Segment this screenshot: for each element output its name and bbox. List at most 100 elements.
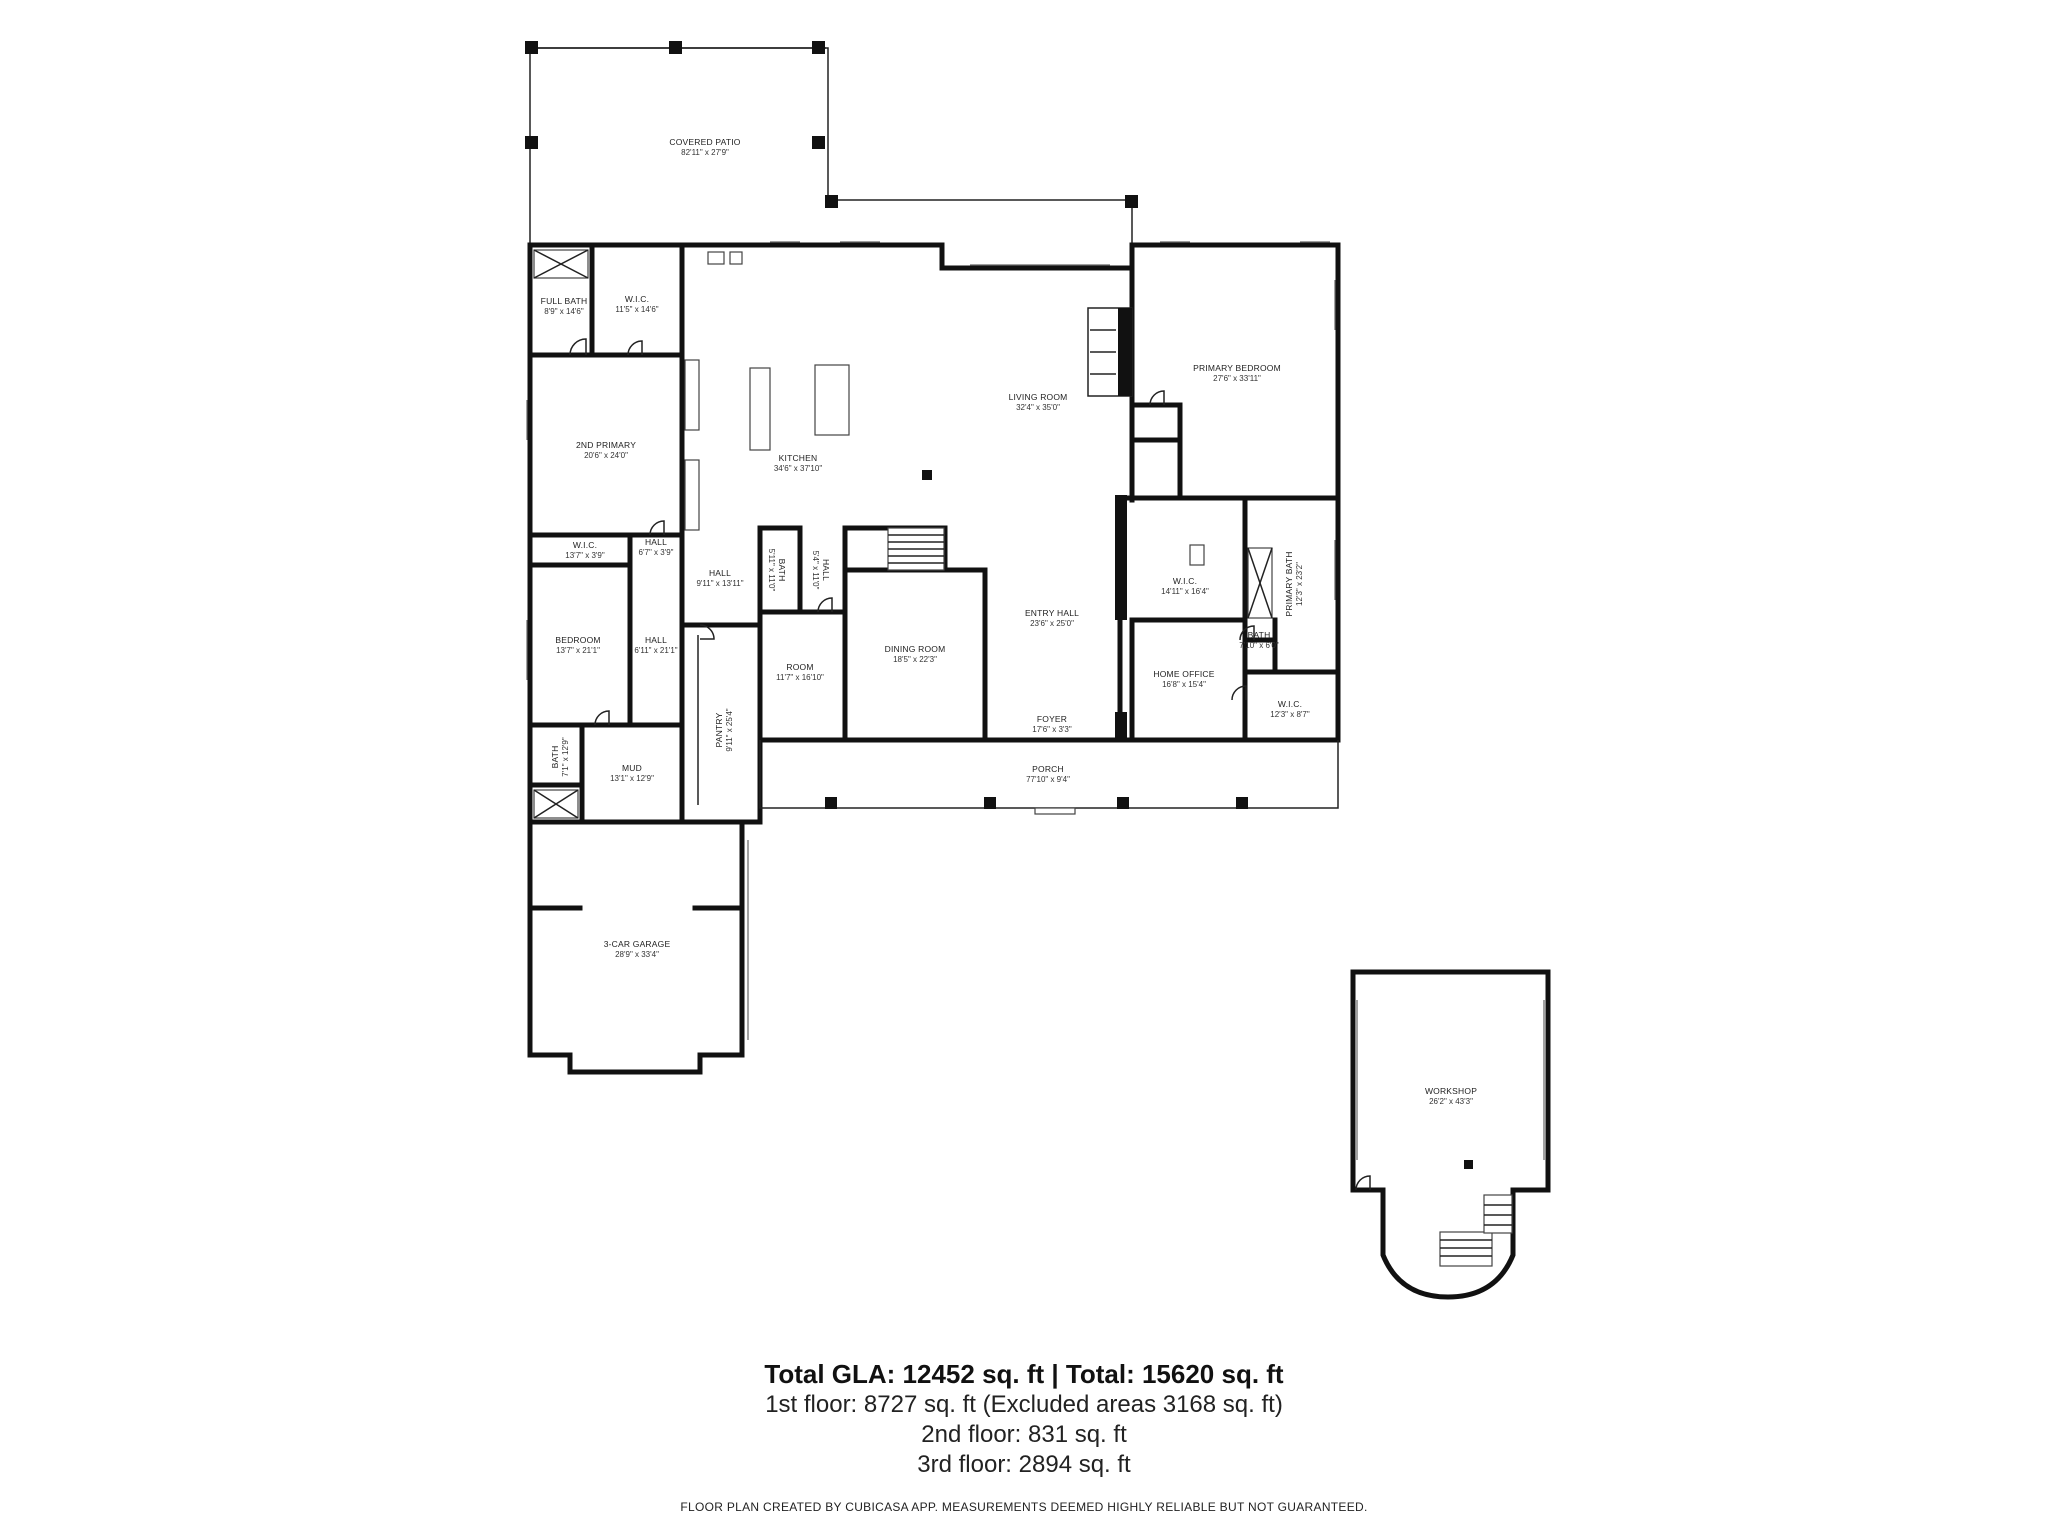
room-name: W.I.C. [1173,576,1197,586]
room-name: PORCH [1032,764,1064,774]
room-dimensions: 14'11" x 16'4" [1161,587,1209,596]
third-floor-area: 3rd floor: 2894 sq. ft [917,1451,1131,1478]
room-dimensions: 12'3" x 23'2" [1295,562,1304,606]
room-name: MUD [622,763,642,773]
room-dimensions: 9'11" x 13'11" [696,579,743,588]
room-dimensions: 20'6" x 24'0" [584,451,628,460]
room-name: BATH [777,559,787,582]
room-name: HALL [645,635,667,645]
fireplace [1087,307,1133,397]
covered-patio-outline [525,41,1138,245]
room-label-wic-small: W.I.C.13'7" x 3'9" [565,540,605,560]
stairs [887,527,945,571]
room-name: ROOM [786,662,813,672]
room-name: PRIMARY BATH [1284,551,1294,616]
room-name: W.I.C. [573,540,597,550]
room-dimensions: 26'2" x 43'3" [1429,1097,1473,1106]
room-label-wic-top: W.I.C.11'5" x 14'6" [615,294,658,314]
room-dimensions: 32'4" x 35'0" [1016,403,1060,412]
room-dimensions: 34'6" x 37'10" [774,464,822,473]
workshop-walls [1350,969,1551,1300]
room-dimensions: 28'9" x 33'4" [615,950,659,959]
room-name: COVERED PATIO [669,137,740,147]
room-name: FOYER [1037,714,1067,724]
room-name: HALL [709,568,731,578]
room-dimensions: 82'11" x 27'9" [681,148,729,157]
first-floor-area: 1st floor: 8727 sq. ft (Excluded areas 3… [765,1391,1283,1418]
room-dimensions: 16'8" x 15'4" [1162,680,1206,689]
room-name: LIVING ROOM [1009,392,1068,402]
total-area: Total GLA: 12452 sq. ft | Total: 15620 s… [764,1359,1284,1389]
room-dimensions: 77'10" x 9'4" [1026,775,1070,784]
room-name: HALL [645,537,667,547]
room-label-wic-primary: W.I.C.14'11" x 16'4" [1161,576,1209,596]
room-dimensions: 6'11" x 21'1" [634,646,677,655]
room-name: PRIMARY BEDROOM [1193,363,1281,373]
windows [526,241,1336,680]
porch-outline [759,740,1339,815]
room-name: KITCHEN [779,453,818,463]
room-dimensions: 9'11" x 25'4" [725,708,734,751]
room-dimensions: 27'6" x 33'11" [1213,374,1261,383]
room-dimensions: 6'7" x 3'9" [639,548,674,557]
room-name: BATH [550,746,560,769]
room-dimensions: 18'5" x 22'3" [893,655,937,664]
room-dimensions: 23'6" x 25'0" [1030,619,1074,628]
room-dimensions: 17'6" x 3'3" [1032,725,1072,734]
room-name: BATH [1248,630,1271,640]
room-dimensions: 7'1" x 12'9" [561,737,570,777]
room-name: ENTRY HALL [1025,608,1079,618]
room-name: PANTRY [714,712,724,747]
room-name: DINING ROOM [885,644,946,654]
room-name: WORKSHOP [1425,1086,1477,1096]
room-name: FULL BATH [541,296,588,306]
kitchen-fixtures [684,251,932,531]
room-name: HOME OFFICE [1153,669,1214,679]
room-dimensions: 7'10" x 6'0" [1239,641,1279,650]
room-dimensions: 11'5" x 14'6" [615,305,658,314]
room-dimensions: 5'11" x 11'0" [767,549,776,592]
room-dimensions: 13'7" x 3'9" [565,551,605,560]
room-name: W.I.C. [1278,699,1302,709]
room-dimensions: 11'7" x 16'10" [776,673,824,682]
room-label-wic-right: W.I.C.12'3" x 8'7" [1270,699,1310,719]
footnote: FLOOR PLAN CREATED BY CUBICASA APP. MEAS… [680,1500,1368,1514]
room-dimensions: 8'9" x 14'6" [544,307,584,316]
door-swings [569,338,1255,726]
room-name: BEDROOM [555,635,600,645]
room-dimensions: 12'3" x 8'7" [1270,710,1310,719]
second-floor-area: 2nd floor: 831 sq. ft [921,1421,1127,1448]
room-name: 2ND PRIMARY [576,440,636,450]
room-name: HALL [821,559,831,581]
room-dimensions: 13'1" x 12'9" [610,774,654,783]
room-name: W.I.C. [625,294,649,304]
area-summary: Total GLA: 12452 sq. ft | Total: 15620 s… [0,1358,2048,1480]
